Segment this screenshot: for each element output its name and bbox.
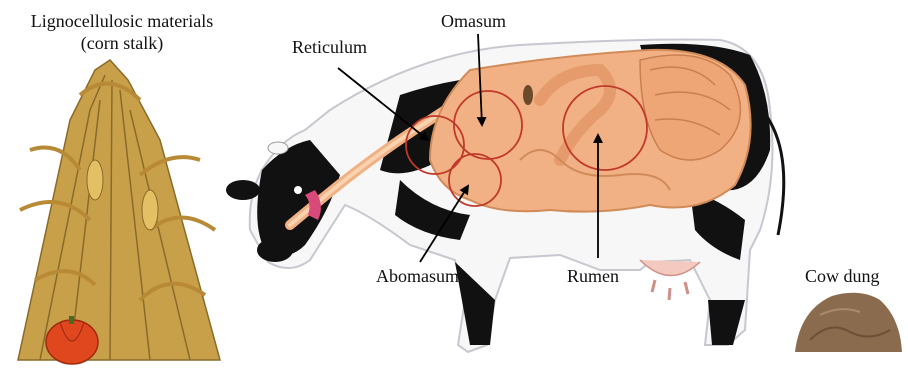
lignocellulosic-label: Lignocellulosic materials (corn stalk) bbox=[4, 10, 240, 54]
cow-dung-illustration bbox=[795, 293, 902, 352]
lignocellulosic-label-line1: Lignocellulosic materials bbox=[4, 10, 240, 32]
cow-illustration bbox=[226, 40, 784, 352]
reticulum-label: Reticulum bbox=[292, 36, 367, 58]
cow-dung-label: Cow dung bbox=[805, 265, 880, 287]
abomasum-label: Abomasum bbox=[376, 265, 459, 287]
omasum-label: Omasum bbox=[441, 10, 506, 32]
lignocellulosic-label-line2: (corn stalk) bbox=[4, 32, 240, 54]
rumen-label: Rumen bbox=[567, 265, 619, 287]
corn-stalk-illustration bbox=[18, 60, 220, 360]
